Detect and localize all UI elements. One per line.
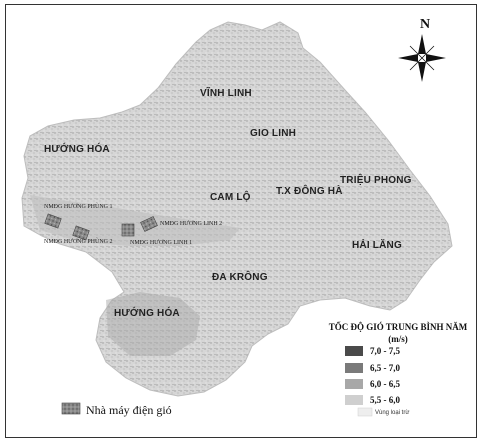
wind-plant-label-huong-phung-2: NMĐG HƯƠNG PHÙNG 2 — [44, 239, 113, 245]
district-label-gio-linh: GIO LINH — [250, 128, 297, 139]
legend-swatch-6-6.5 — [345, 379, 363, 389]
district-label-vinh-linh: VĨNH LINH — [200, 88, 252, 99]
legend-title-line1: TỐC ĐỘ GIÓ TRUNG BÌNH NĂM — [328, 322, 468, 332]
wind-plant-marker — [72, 225, 90, 241]
district-label-cam-lo: CAM LỘ — [210, 192, 251, 203]
legend-class-label: 5,5 - 6,0 — [370, 395, 400, 405]
legend-class-label: 6,0 - 6,5 — [370, 379, 400, 389]
legend-plant-label: Nhà máy điện gió — [86, 403, 172, 417]
district-label-huong-hoa-south: HƯỚNG HÓA — [114, 308, 180, 319]
district-label-trieu-phong: TRIỆU PHONG — [340, 175, 412, 186]
legend-title: TỐC ĐỘ GIÓ TRUNG BÌNH NĂM (m/s) — [323, 321, 473, 345]
wind-plant-marker — [44, 213, 62, 229]
wind-plant-marker — [121, 223, 135, 237]
legend-swatch-5.5-6 — [345, 395, 363, 405]
legend-class-label: 6,5 - 7,0 — [370, 363, 400, 373]
legend-swatch-6.5-7 — [345, 363, 363, 373]
north-label: N — [420, 17, 431, 32]
wind-plant-marker — [140, 216, 158, 232]
district-label-dong-ha: T.X ĐÔNG HÀ — [276, 186, 343, 197]
district-label-da-krong: ĐA KRÔNG — [212, 272, 268, 283]
district-label-hai-lang: HẢI LĂNG — [352, 240, 402, 251]
legend-excluded-label: Vùng loại trừ — [375, 410, 410, 416]
legend-title-unit: (m/s) — [388, 334, 408, 344]
legend-plant-icon — [61, 402, 81, 415]
north-arrow-icon — [398, 34, 446, 82]
district-label-huong-hoa-north: HƯỚNG HÓA — [44, 144, 110, 155]
wind-plant-label-huong-linh-1: NMĐG HƯƠNG LINH 1 — [130, 240, 193, 246]
wind-plant-label-huong-phung-1: NMĐG HƯƠNG PHÙNG 1 — [44, 204, 113, 210]
legend-swatch-7-7.5 — [345, 346, 363, 356]
legend-swatch-excluded — [357, 407, 373, 417]
wind-plant-label-huong-linh-2: NMĐG HƯƠNG LINH 2 — [160, 221, 223, 227]
high-wind-zone-south — [106, 292, 200, 356]
legend-class-label: 7,0 - 7,5 — [370, 346, 400, 356]
